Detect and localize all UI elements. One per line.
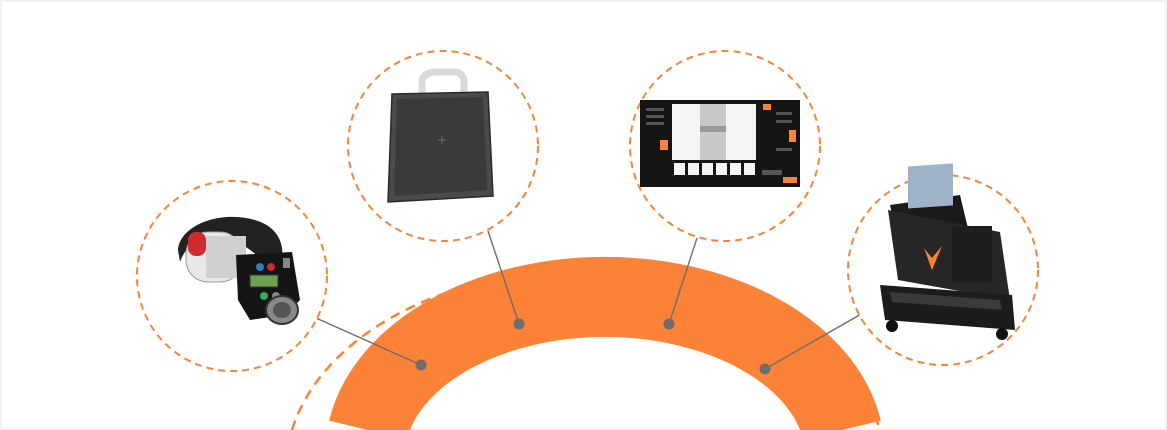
connector-line: [668, 237, 698, 325]
connector-dot: [663, 318, 675, 330]
connector-dot: [513, 318, 525, 330]
hub-solid-band: [329, 256, 881, 430]
connector-line: [487, 230, 520, 325]
connector-dot: [415, 359, 427, 371]
rugged-laptop-case-icon: [880, 163, 1015, 340]
flat-panel-detector-icon: [387, 68, 494, 203]
connector-dot: [759, 363, 771, 375]
software-screen-icon: [640, 100, 800, 187]
connector-line: [315, 317, 422, 366]
portable-xray-generator-icon: [178, 216, 300, 325]
connector-line: [764, 312, 864, 370]
connectors: [315, 230, 864, 375]
